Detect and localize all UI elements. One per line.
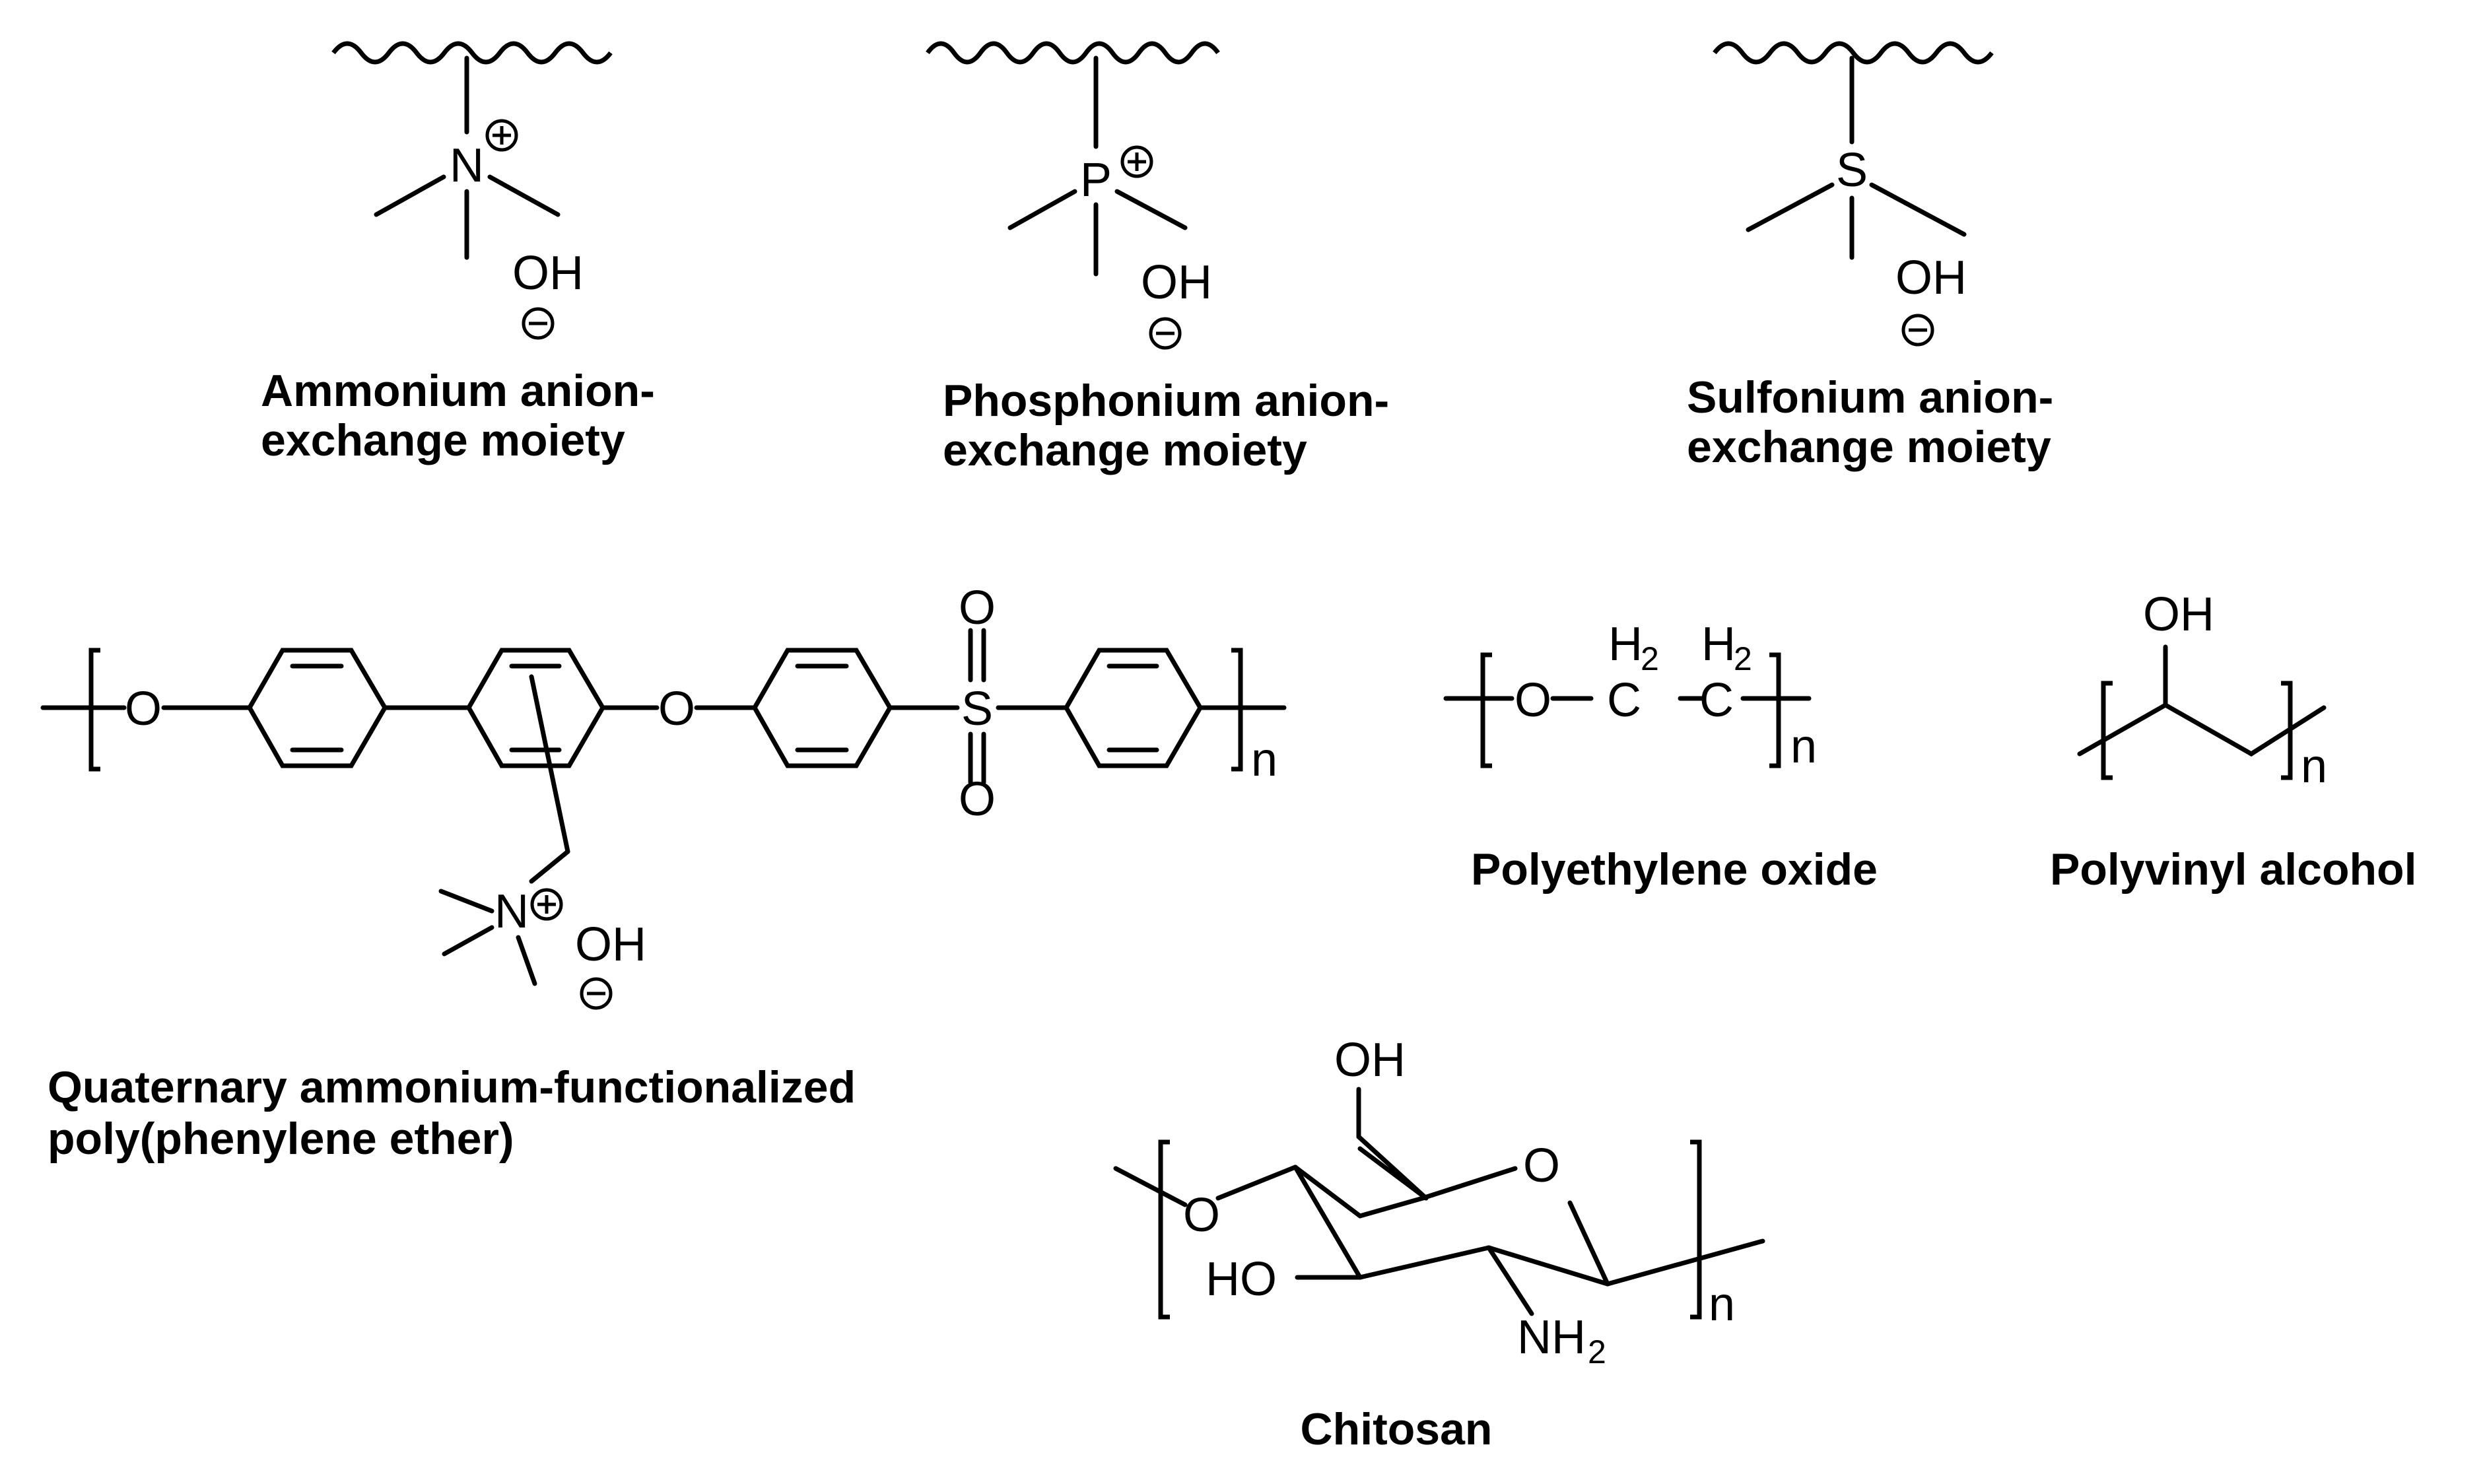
phosphonium-caption-line1: Phosphonium anion- bbox=[943, 376, 1389, 426]
qappe-ether-oxygen-1: O bbox=[125, 683, 162, 735]
chitosan-bond-o-c4 bbox=[1215, 1164, 1298, 1201]
qappe-pendant-methyl-2 bbox=[442, 925, 494, 957]
qappe-pendant-n-atom: N bbox=[494, 885, 529, 938]
qappe-caption-line1: Quaternary ammonium-functionalized bbox=[48, 1062, 856, 1112]
sulfonium-caption-line2: exchange moiety bbox=[1687, 422, 2051, 472]
phosphonium-p-atom: P bbox=[1080, 154, 1112, 207]
chitosan-amine-sub: 2 bbox=[1588, 1333, 1606, 1370]
chitosan-end-bond-left bbox=[1113, 1166, 1188, 1207]
qappe-sulfone-oxygen-bottom: O bbox=[959, 773, 996, 826]
qappe-pendant-minus-charge bbox=[580, 977, 613, 1010]
ammonium-n-atom: N bbox=[450, 139, 484, 192]
pva-backbone bbox=[2077, 702, 2327, 757]
chitosan-end-bond-right bbox=[1605, 1238, 1765, 1287]
qappe-pendant-bond-2 bbox=[529, 849, 570, 884]
chitosan-ring-oxygen: O bbox=[1523, 1139, 1560, 1192]
phosphonium-caption-line2: exchange moiety bbox=[943, 425, 1307, 475]
qappe-phenylene-ring-4 bbox=[1063, 648, 1204, 768]
qappe-phenylene-ring-1 bbox=[246, 648, 388, 768]
sulfonium-hydroxide-label: OH bbox=[1895, 252, 1967, 304]
sulfonium-bond-left bbox=[1746, 182, 1835, 232]
peo-carbon-1-h-sub: 2 bbox=[1641, 640, 1659, 677]
ammonium-plus-charge bbox=[485, 119, 518, 152]
phosphonium-polymer-backbone bbox=[926, 41, 1220, 65]
pva-hydroxyl-label: OH bbox=[2143, 588, 2214, 641]
peo-carbon-2-h: H bbox=[1701, 618, 1736, 671]
chitosan-amine-label: NH bbox=[1517, 1311, 1586, 1364]
qappe-pendant-hydroxide-label: OH bbox=[575, 918, 646, 971]
ammonium-polymer-backbone bbox=[331, 41, 613, 65]
sulfonium-polymer-backbone bbox=[1713, 41, 1994, 65]
ammonium-minus-charge bbox=[522, 307, 555, 340]
phosphonium-plus-charge bbox=[1120, 145, 1153, 178]
phosphonium-hydroxide-label: OH bbox=[1141, 256, 1212, 309]
phosphonium-minus-charge bbox=[1149, 317, 1182, 350]
qappe-repeat-n: n bbox=[1251, 733, 1277, 786]
peo-structure: O C H 2 C H 2 n Polyethylene oxide bbox=[1443, 618, 1878, 894]
chitosan-structure: O O OH HO NH 2 n Chitosan bbox=[1113, 1034, 1765, 1454]
qappe-pendant-bond-1 bbox=[529, 674, 570, 854]
peo-repeat-n: n bbox=[1790, 720, 1817, 773]
chitosan-bond-c2-nh2 bbox=[1486, 1245, 1534, 1316]
ammonium-structure: N OH Ammonium anion- exchange moiety bbox=[261, 41, 655, 465]
sulfonium-s-atom: S bbox=[1836, 144, 1868, 197]
chitosan-right-bracket bbox=[1690, 1139, 1702, 1320]
ammonium-hydroxide-label: OH bbox=[512, 247, 584, 300]
peo-carbon-1: C bbox=[1607, 674, 1641, 727]
qappe-structure: O O S O O bbox=[40, 582, 1287, 1164]
phosphonium-bond-right bbox=[1114, 189, 1188, 230]
chitosan-left-bracket bbox=[1158, 1139, 1170, 1320]
peo-caption: Polyethylene oxide bbox=[1471, 844, 1878, 894]
peo-right-bracket bbox=[1769, 652, 1781, 768]
chitosan-secondary-hydroxyl: HO bbox=[1206, 1253, 1277, 1306]
chitosan-caption: Chitosan bbox=[1301, 1404, 1493, 1454]
sulfonium-bond-right bbox=[1869, 182, 1967, 237]
ammonium-bond-right bbox=[487, 174, 561, 217]
peo-carbon-2-h-sub: 2 bbox=[1734, 640, 1752, 677]
qappe-pendant-plus-charge bbox=[530, 888, 563, 921]
chitosan-glycosidic-oxygen: O bbox=[1183, 1189, 1220, 1242]
qappe-caption-line2: poly(phenylene ether) bbox=[48, 1114, 514, 1164]
qappe-sulfone-oxygen-top: O bbox=[959, 582, 996, 634]
sulfonium-structure: S OH Sulfonium anion- exchange moiety bbox=[1687, 41, 2053, 472]
sulfonium-minus-charge bbox=[1901, 314, 1934, 347]
qappe-pendant-methyl-3 bbox=[516, 935, 537, 986]
chitosan-repeat-n: n bbox=[1709, 1278, 1735, 1331]
chitosan-bond-c5-ch2 bbox=[1356, 1134, 1429, 1201]
chitosan-primary-hydroxyl: OH bbox=[1334, 1034, 1406, 1087]
peo-left-bracket bbox=[1480, 652, 1492, 768]
pva-left-bracket bbox=[2101, 681, 2113, 780]
qappe-sulfone-sulfur: S bbox=[961, 683, 993, 735]
chitosan-pyranose-ring bbox=[1293, 1146, 1610, 1287]
ammonium-caption-line2: exchange moiety bbox=[261, 415, 625, 465]
pva-caption: Polyvinyl alcohol bbox=[2050, 844, 2417, 894]
ammonium-bond-left bbox=[374, 174, 446, 217]
phosphonium-structure: P OH Phosphonium anion- exchange moiety bbox=[926, 41, 1389, 475]
qappe-ether-oxygen-2: O bbox=[658, 683, 695, 735]
qappe-phenylene-ring-3 bbox=[751, 648, 893, 768]
ammonium-caption-line1: Ammonium anion- bbox=[261, 366, 655, 416]
pva-structure: OH n Polyvinyl alcohol bbox=[2050, 588, 2417, 894]
phosphonium-bond-left bbox=[1007, 189, 1077, 230]
peo-carbon-1-h: H bbox=[1608, 618, 1643, 671]
pva-repeat-n: n bbox=[2301, 740, 2327, 793]
peo-oxygen: O bbox=[1515, 674, 1551, 727]
qappe-pendant-methyl-1 bbox=[438, 889, 494, 914]
sulfonium-caption-line1: Sulfonium anion- bbox=[1687, 372, 2053, 422]
peo-carbon-2: C bbox=[1699, 674, 1734, 727]
